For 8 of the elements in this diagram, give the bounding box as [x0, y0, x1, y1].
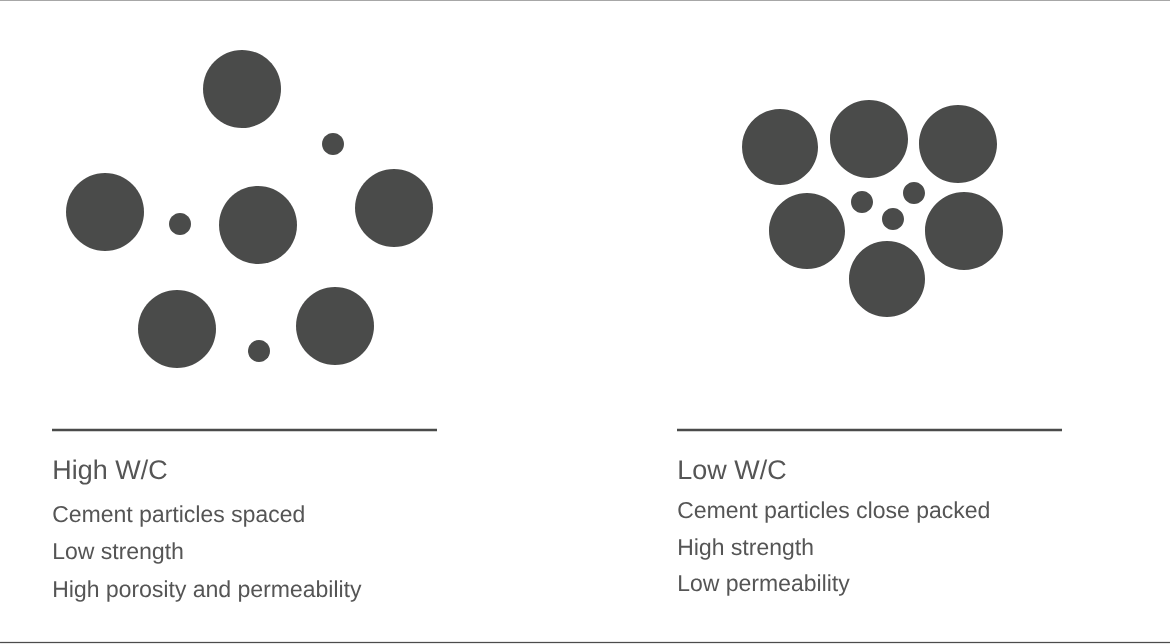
description-text: High porosity and permeability: [54, 580, 362, 602]
description-text: Low permeability: [679, 574, 850, 596]
description-text: Cement particles close packed: [678, 501, 989, 523]
heading: Low W/C: [679, 459, 786, 480]
heading: High W/C: [54, 459, 167, 485]
description-text: High strength: [679, 538, 813, 560]
description-text: Low strength: [54, 542, 183, 564]
description-text: Cement particles spaced: [53, 505, 304, 527]
